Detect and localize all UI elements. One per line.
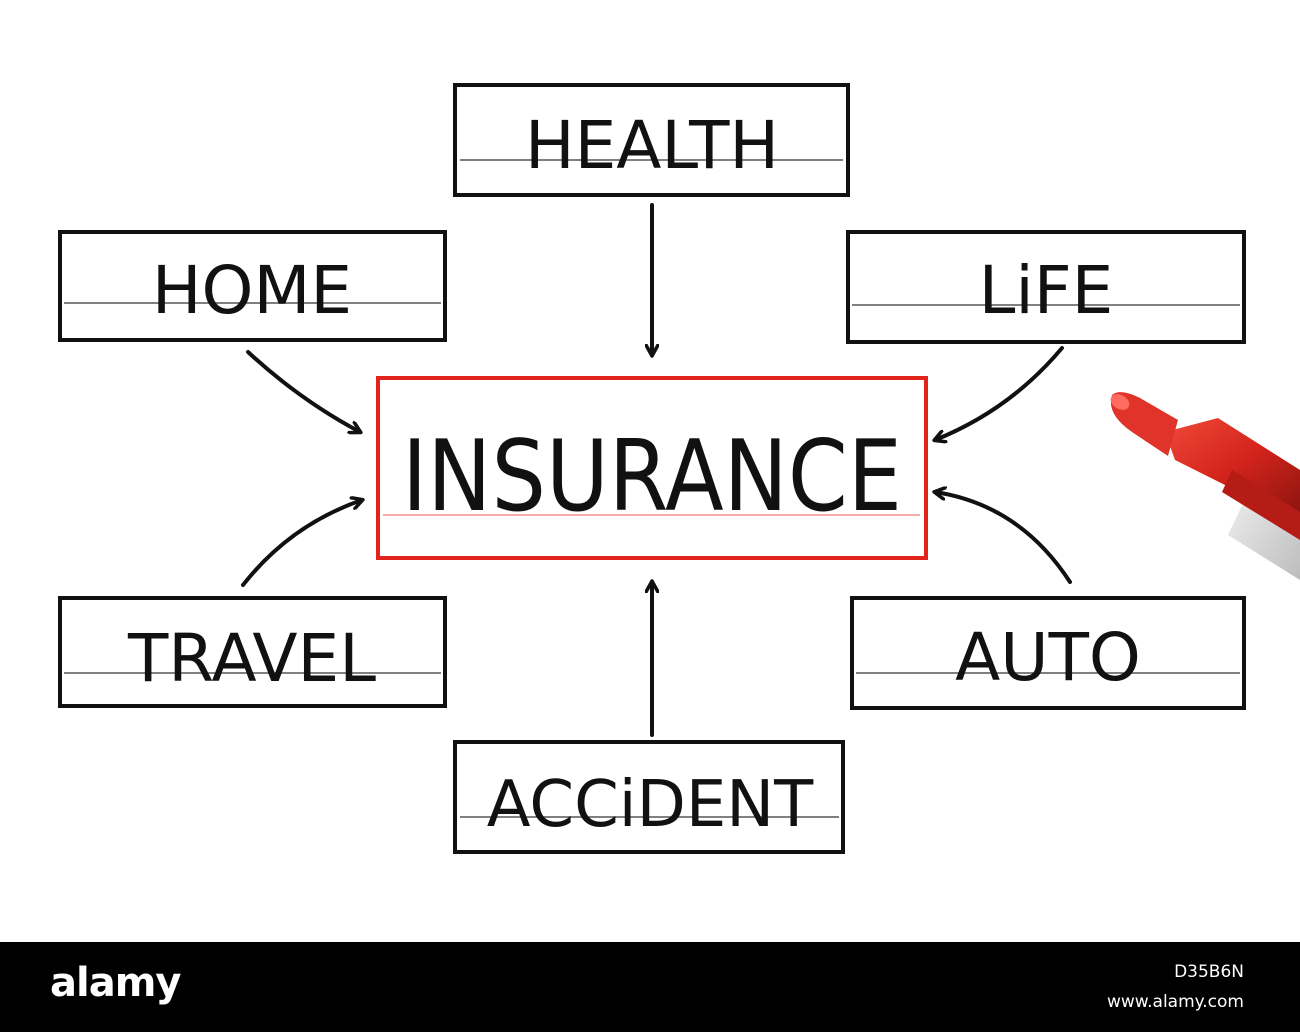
image-id-text: D35B6N (1174, 962, 1244, 982)
health-label: HEALTH (525, 107, 779, 184)
accident-label: ACCiDENT (487, 768, 814, 842)
health-node: HEALTH (453, 83, 850, 197)
life-label: LiFE (979, 252, 1114, 329)
auto-label: AUTO (955, 619, 1141, 696)
arrow-life-to-insurance (935, 346, 1064, 440)
insurance-flow-diagram: HEALTH HOME LiFE INSURANCE TRAVEL AUTO A… (58, 83, 1300, 854)
auto-node: AUTO (850, 596, 1246, 710)
watermark-url: www.alamy.com (1106, 992, 1244, 1012)
home-node: HOME (58, 230, 447, 342)
arrow-auto-to-insurance (935, 492, 1072, 584)
accident-node: ACCiDENT (453, 740, 845, 854)
insurance-center-node: INSURANCE (376, 376, 928, 560)
arrow-home-to-insurance (246, 350, 360, 432)
arrow-travel-to-insurance (241, 500, 362, 587)
red-marker-icon (1110, 392, 1300, 580)
watermark-banner: alamy D35B6N www.alamy.com (0, 942, 1300, 1032)
home-label: HOME (152, 252, 352, 329)
travel-label: TRAVEL (127, 620, 376, 697)
travel-node: TRAVEL (58, 596, 447, 708)
insurance-label: INSURANCE (402, 420, 902, 534)
alamy-logo: alamy (50, 960, 181, 1006)
life-node: LiFE (846, 230, 1246, 344)
